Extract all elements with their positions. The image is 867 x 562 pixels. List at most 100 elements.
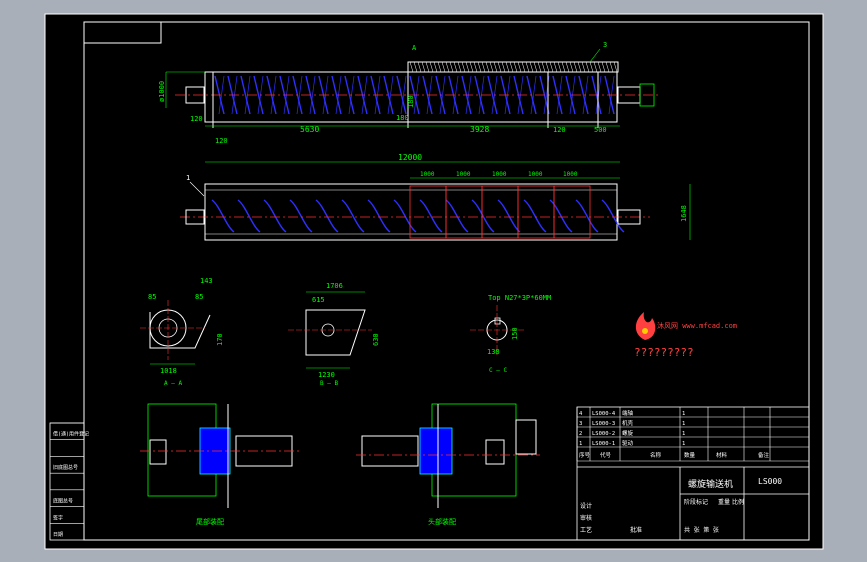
plan-screw-flight [445, 199, 469, 233]
flame-logo-dot [642, 328, 648, 334]
part-header-cell: 序号 [579, 451, 591, 459]
front-dim-5630: 5630 [300, 125, 319, 134]
front-label-a: A [412, 44, 417, 52]
side-table-row-label: 旧底图总号 [53, 464, 78, 471]
plan-screw-flight [367, 199, 391, 233]
hatch-line [601, 61, 606, 73]
side-table-row-label: 底图总号 [53, 498, 73, 505]
hatch-line [589, 61, 594, 73]
part-cell: 1 [682, 411, 685, 417]
plan-screw-flight [211, 199, 235, 233]
head-bearing-box [485, 439, 505, 465]
part-header-cell: 数量 [684, 451, 696, 459]
part-header-cell: 代号 [600, 451, 612, 459]
section-aa-dim-bottom: 1018 [160, 367, 177, 375]
part-cell: 4 [579, 411, 583, 417]
hatch-line [573, 61, 578, 73]
screw-flight-back [218, 75, 225, 115]
plan-cover-segments [409, 185, 591, 239]
side-table-row-label: 日期 [53, 532, 63, 538]
section-aa-dim-top2: 85 [195, 293, 203, 301]
hatch-line [561, 61, 566, 73]
front-cover-hatch [409, 61, 618, 73]
plan-screw-flight [419, 199, 443, 233]
screw-flight [253, 75, 264, 115]
section-cc-dim-b: 138 [487, 348, 500, 356]
screw-flight [578, 75, 589, 115]
screw-flight-back [452, 75, 459, 115]
screw-flight-back [387, 75, 394, 115]
front-dim-120b: 120 [215, 137, 228, 145]
hatch-line [581, 61, 586, 73]
plan-trough [204, 183, 618, 241]
hatch-line [501, 61, 506, 73]
hatch-line [461, 61, 466, 73]
hatch-line [597, 61, 602, 73]
plan-screw-flight [575, 199, 599, 233]
hatch-line [557, 61, 562, 73]
hatch-line [469, 61, 474, 73]
front-dim-120c: 120 [553, 126, 566, 134]
screw-flight [383, 75, 394, 115]
plan-dim-overall: 12000 [398, 153, 422, 162]
part-cell: 1 [579, 441, 582, 447]
part-cell: LS000-2 [592, 431, 615, 437]
head-barrel [361, 435, 419, 467]
screw-flight [487, 75, 498, 115]
head-assembly: 头部装配 [356, 403, 540, 526]
label-stage: 阶段标记 [684, 498, 708, 506]
hatch-line [565, 61, 570, 73]
plan-cover-segment [553, 185, 591, 239]
title-block-frame [576, 406, 810, 541]
hatch-line [549, 61, 554, 73]
part-header-cell: 备注 [758, 451, 770, 459]
label-weight: 重量 [718, 498, 730, 506]
part-cell: 机壳 [622, 419, 634, 427]
hatch-line [493, 61, 498, 73]
section-cc-note: Top N27*3P*60MM [488, 294, 551, 302]
front-dim-phi: ø1000 [158, 81, 166, 102]
hatch-line [497, 61, 502, 73]
flame-logo-shape [635, 312, 656, 340]
screw-flight [565, 75, 576, 115]
part-cell: 1 [682, 441, 685, 447]
screw-flight-back [296, 75, 303, 115]
section-cc: Top N27*3P*60MM 150 138 C — C [470, 294, 551, 374]
screw-flight [474, 75, 485, 115]
plan-label-1: 1 [186, 174, 190, 182]
section-bb-dim-right: 630 [372, 333, 380, 346]
label-approve: 批准 [630, 526, 642, 534]
label-scale: 比例 [732, 498, 744, 506]
side-table-row-label: 签字 [53, 514, 63, 521]
plan-dim-height: 1648 [680, 205, 688, 222]
drawing-name: 螺旋输送机 [688, 478, 733, 490]
hatch-line [613, 61, 618, 73]
hatch-line [509, 61, 514, 73]
tail-label: 尾部装配 [196, 517, 224, 526]
section-aa-dim-left: 85 [148, 293, 156, 301]
hatch-line [465, 61, 470, 73]
tail-bearing-box [149, 439, 167, 465]
screw-flight [240, 75, 251, 115]
section-cc-label: C — C [489, 367, 507, 374]
plan-screw-flight [471, 199, 495, 233]
plan-dim-seg-4: 1000 [563, 171, 578, 178]
part-cell: 2 [579, 431, 582, 437]
front-dim-180: 180 [396, 114, 409, 122]
hatch-line [593, 61, 598, 73]
part-header-cell: 名称 [650, 451, 662, 459]
section-bb-label: B — B [320, 380, 338, 387]
head-coupling [515, 419, 537, 455]
plan-screw-flights [211, 199, 625, 233]
logo-text: 沐风网 www.mfcad.com [657, 321, 737, 330]
tail-assembly: 尾部装配 [140, 403, 300, 526]
part-header-cell: 材料 [716, 451, 728, 459]
section-bb: 1706 615 630 1230 B — B [288, 282, 380, 387]
plan-right-bearing [617, 209, 641, 225]
part-cell: 端轴 [622, 409, 634, 417]
hatch-line [417, 61, 422, 73]
hatch-line [457, 61, 462, 73]
